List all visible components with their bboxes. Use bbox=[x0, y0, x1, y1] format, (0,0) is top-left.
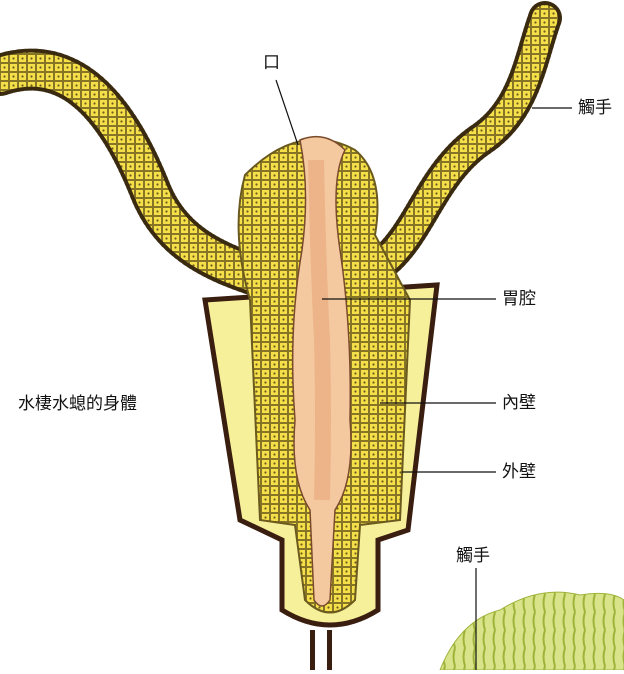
stalk-right bbox=[327, 630, 332, 670]
label-gastric-cavity: 胃腔 bbox=[502, 291, 536, 308]
label-mouth: 口 bbox=[263, 55, 280, 72]
label-body-title: 水棲水螅的身體 bbox=[18, 396, 137, 413]
mouth-leader bbox=[276, 80, 298, 145]
plant-mass bbox=[440, 592, 624, 670]
label-tentacle-top: 觸手 bbox=[578, 100, 612, 117]
label-outer-wall: 外壁 bbox=[502, 464, 536, 481]
label-tentacle-bottom: 觸手 bbox=[456, 548, 490, 565]
stalk-left bbox=[310, 630, 315, 670]
label-inner-wall: 內壁 bbox=[502, 395, 536, 412]
